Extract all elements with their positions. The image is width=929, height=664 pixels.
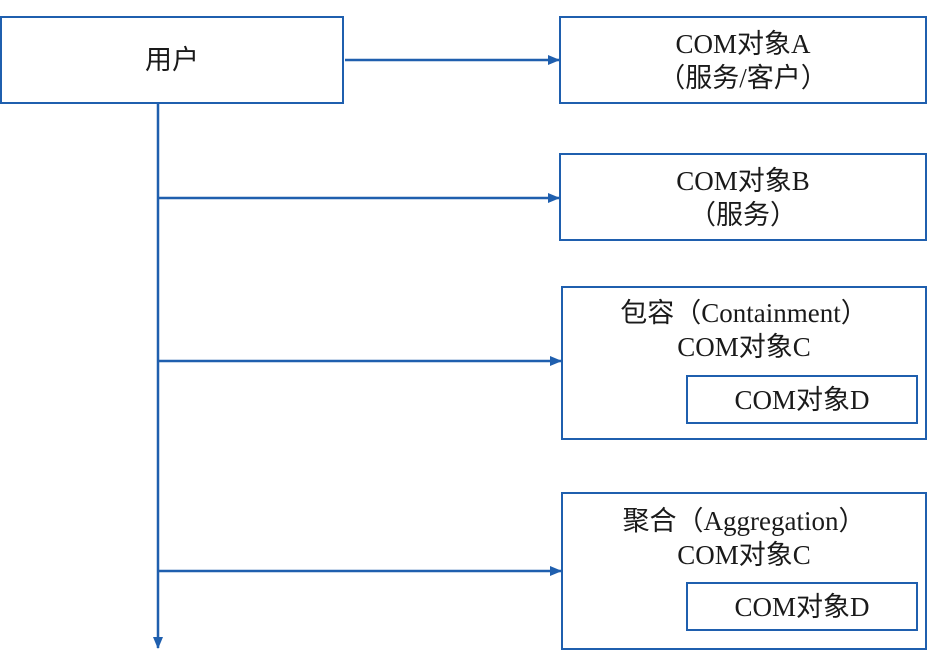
aggregation-outer-object: COM对象C <box>677 540 811 570</box>
aggregation-title: 聚合（Aggregation） <box>622 506 866 536</box>
com-object-b-title: COM对象B <box>676 166 810 196</box>
user-label: 用户 <box>145 45 199 75</box>
com-object-b-box: COM对象B （服务） <box>559 153 927 241</box>
containment-outer-object: COM对象C <box>677 332 811 362</box>
com-object-a-box: COM对象A （服务/客户） <box>559 16 927 104</box>
com-object-a-role: （服务/客户） <box>658 63 828 93</box>
containment-title: 包容（Containment） <box>620 298 868 328</box>
user-box: 用户 <box>0 16 344 104</box>
aggregation-inner-object: COM对象D <box>734 591 870 622</box>
containment-inner-object: COM对象D <box>734 384 870 415</box>
com-object-a-title: COM对象A <box>675 29 811 59</box>
aggregation-inner-box: COM对象D <box>686 582 918 631</box>
containment-inner-box: COM对象D <box>686 375 918 424</box>
com-object-b-role: （服务） <box>689 200 797 230</box>
